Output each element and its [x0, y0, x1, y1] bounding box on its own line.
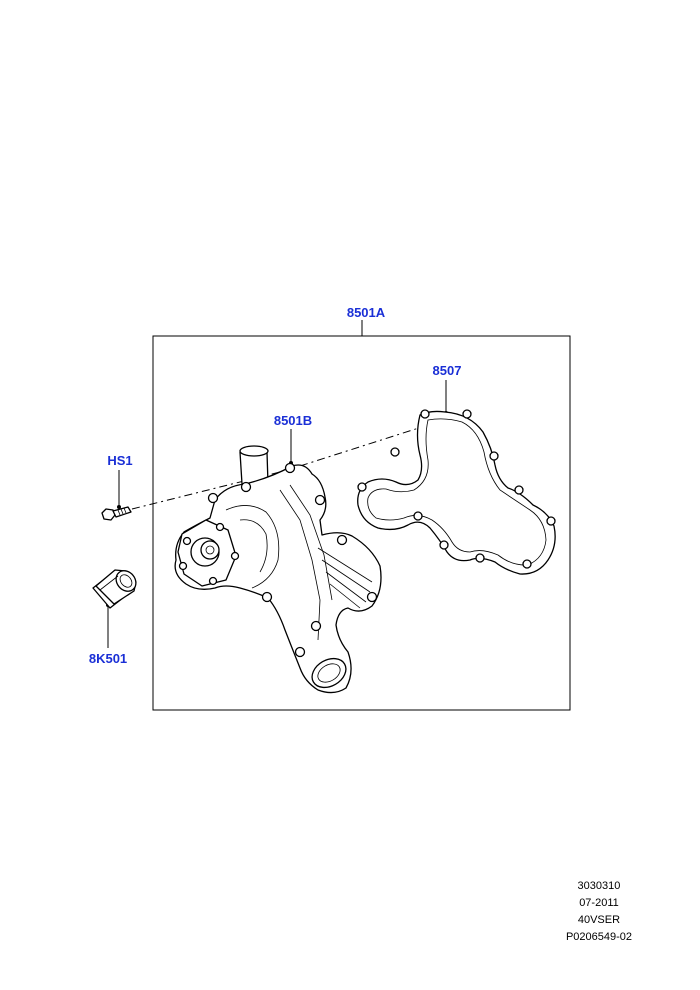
fitting-8k501 — [92, 569, 137, 609]
alignment-centerline — [131, 425, 426, 510]
bolt-leader-dot — [117, 505, 121, 509]
diagram-info-block: 3030310 07-2011 40VSER P0206549-02 — [566, 878, 632, 946]
info-line-4: P0206549-02 — [565, 931, 632, 943]
callout-HS1[interactable]: HS1 — [107, 453, 132, 468]
info-line-2: 07-2011 — [579, 897, 619, 909]
callout-8501A[interactable]: 8501A — [347, 305, 386, 320]
bolt-hs1 — [101, 506, 132, 521]
water-pump-8501b — [174, 445, 382, 694]
callout-8K501[interactable]: 8K501 — [89, 651, 127, 666]
info-line-1: 3030310 — [577, 880, 621, 892]
gasket-8507 — [357, 409, 556, 575]
callout-8507[interactable]: 8507 — [433, 363, 462, 378]
callout-8501B[interactable]: 8501B — [274, 413, 312, 428]
info-line-3: 40VSER — [577, 914, 621, 926]
